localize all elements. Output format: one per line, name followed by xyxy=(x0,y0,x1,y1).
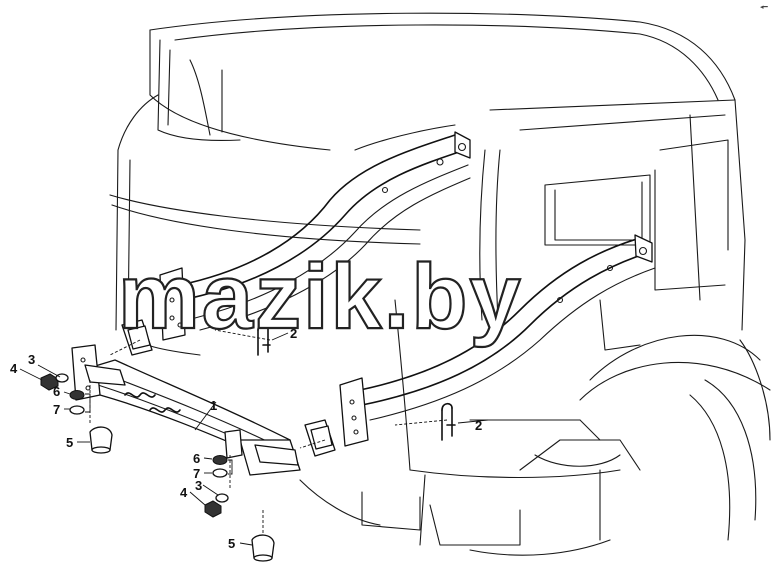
leader-lines xyxy=(19,332,489,546)
watermark: mazik.by xyxy=(118,246,523,348)
callout-3-right: 3 xyxy=(195,478,202,493)
callout-3-left: 3 xyxy=(28,352,35,367)
callout-2-right: 2 xyxy=(475,418,482,433)
callout-7-left: 7 xyxy=(53,402,60,417)
left-fastener-set xyxy=(40,373,113,454)
callout-1: 1 xyxy=(210,398,217,413)
callout-4-left: 4 xyxy=(10,361,18,376)
assembly-guide-lines xyxy=(89,329,448,535)
u-bolt-right xyxy=(441,402,456,441)
right-mounting-bracket xyxy=(304,419,336,457)
u-bolt-left xyxy=(257,322,271,356)
callout-6-left: 6 xyxy=(53,384,60,399)
callout-4-right: 4 xyxy=(180,485,188,500)
callout-5-right: 5 xyxy=(228,536,235,551)
frame-rails xyxy=(159,131,656,447)
bumper-beam xyxy=(71,344,301,476)
callout-7-right: 7 xyxy=(193,466,200,481)
callout-6-right: 6 xyxy=(193,451,200,466)
callout-labels: 1 2 2 3 3 4 4 5 5 6 6 7 7 xyxy=(10,326,482,551)
callout-2-left: 2 xyxy=(290,326,297,341)
callout-5-left: 5 xyxy=(66,435,73,450)
right-fastener-set xyxy=(204,455,275,562)
corner-mark: ◂━ xyxy=(760,4,769,11)
truck-cab-outline xyxy=(109,12,771,556)
